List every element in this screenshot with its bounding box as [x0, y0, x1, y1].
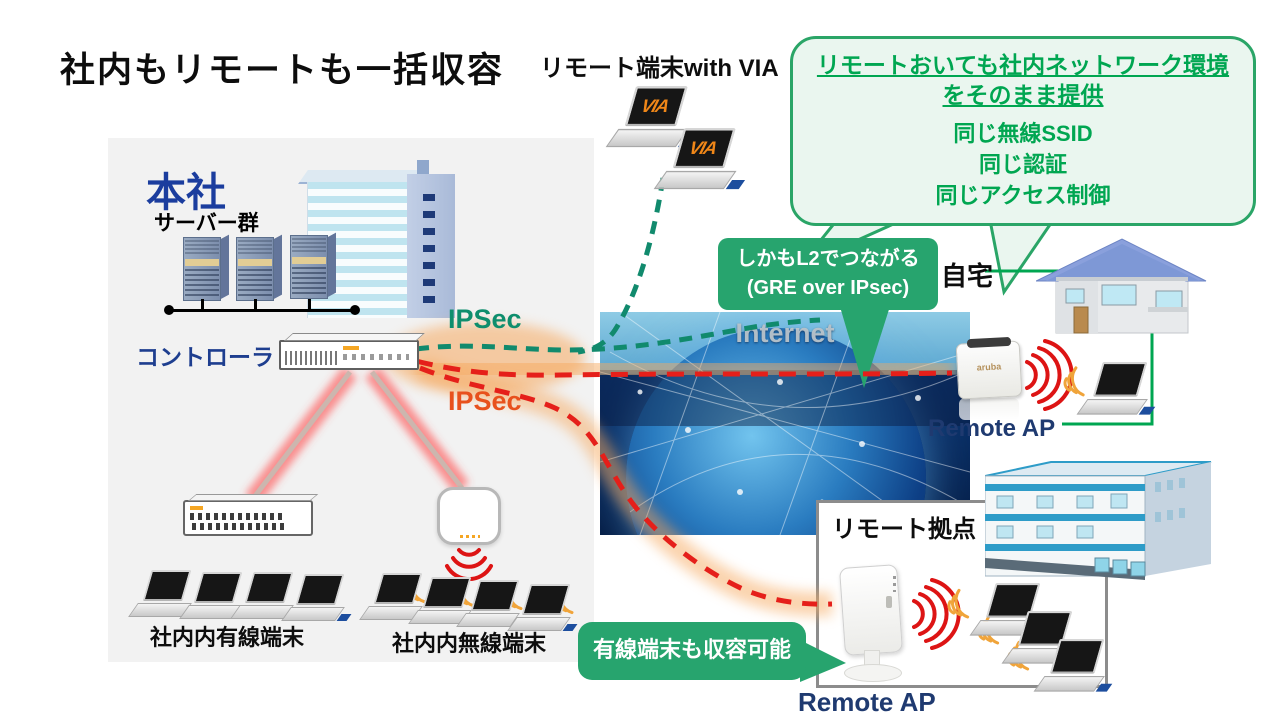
servers-label: サーバー群 [154, 212, 259, 235]
internet-label: Internet [735, 318, 835, 348]
wireless-laptop [507, 584, 578, 632]
branch-remote-ap-label: Remote AP [798, 687, 936, 717]
wireless-terminals-label: 社内内無線端末 [392, 631, 547, 656]
controller-label: コントローラ [136, 344, 274, 370]
ipsec-label-red: IPSec [448, 386, 522, 416]
branch-site-label: リモート拠点 [832, 516, 976, 543]
wired-laptop [230, 572, 301, 620]
slide-title: 社内もリモートも一括収容 [60, 51, 505, 90]
benefits-heading-line1: リモートおいても社内ネットワーク環境 [816, 52, 1230, 78]
benefit-item: 同じアクセス制御 [935, 183, 1111, 209]
wireless-laptop [456, 580, 527, 628]
via-laptop: VIA [653, 128, 746, 190]
home-house-illustration [1036, 238, 1207, 334]
via-logo: VIA [686, 137, 720, 158]
via-terminals-label: リモート端末with VIA [540, 55, 779, 82]
wired-terminals-label: 社内内有線端末 [150, 625, 305, 650]
ipsec-label-green: IPSec [448, 304, 522, 334]
l2-callout-line1: しかもL2でつながる [736, 248, 920, 270]
bus-endpoint [164, 305, 174, 315]
hq-building-rooftop [417, 160, 429, 174]
server-tower [183, 234, 229, 303]
benefit-item: 同じ無線SSID [953, 120, 1093, 146]
home-laptop [1076, 362, 1156, 416]
via-logo: VIA [638, 95, 672, 116]
l2-callout-bubble: しかもL2でつながる (GRE over IPsec) [718, 238, 938, 310]
hq-building-windows [423, 194, 435, 312]
hq-label: 本社 [146, 171, 226, 215]
branch-remote-ap-device [838, 564, 908, 688]
hq-building-illustration [293, 160, 465, 318]
indoor-ap-device [437, 487, 501, 545]
server-bus-line [168, 309, 356, 312]
server-tower [290, 232, 340, 303]
bus-endpoint [350, 305, 360, 315]
wired-laptop [128, 570, 199, 618]
benefits-heading-line2: をそのまま提供 [942, 81, 1104, 108]
home-remote-ap-label: Remote AP [928, 415, 1056, 442]
l2-callout-line2: (GRE over IPsec) [746, 277, 910, 299]
wired-callout-box: 有線端末も収容可能 [578, 622, 806, 680]
access-switch-device [183, 494, 319, 536]
home-remote-ap-device: aruba [955, 336, 1023, 422]
home-label: 自宅 [941, 261, 994, 291]
wired-laptop [281, 574, 352, 622]
controller-device [279, 333, 425, 370]
branch-building-illustration [985, 461, 1212, 580]
benefits-speech-bubble: リモートおいても社内ネットワーク環境 をそのまま提供 同じ無線SSID 同じ認証… [790, 36, 1256, 226]
branch-laptop [1033, 639, 1113, 693]
server-tower [236, 234, 282, 303]
benefit-item: 同じ認証 [978, 152, 1067, 178]
